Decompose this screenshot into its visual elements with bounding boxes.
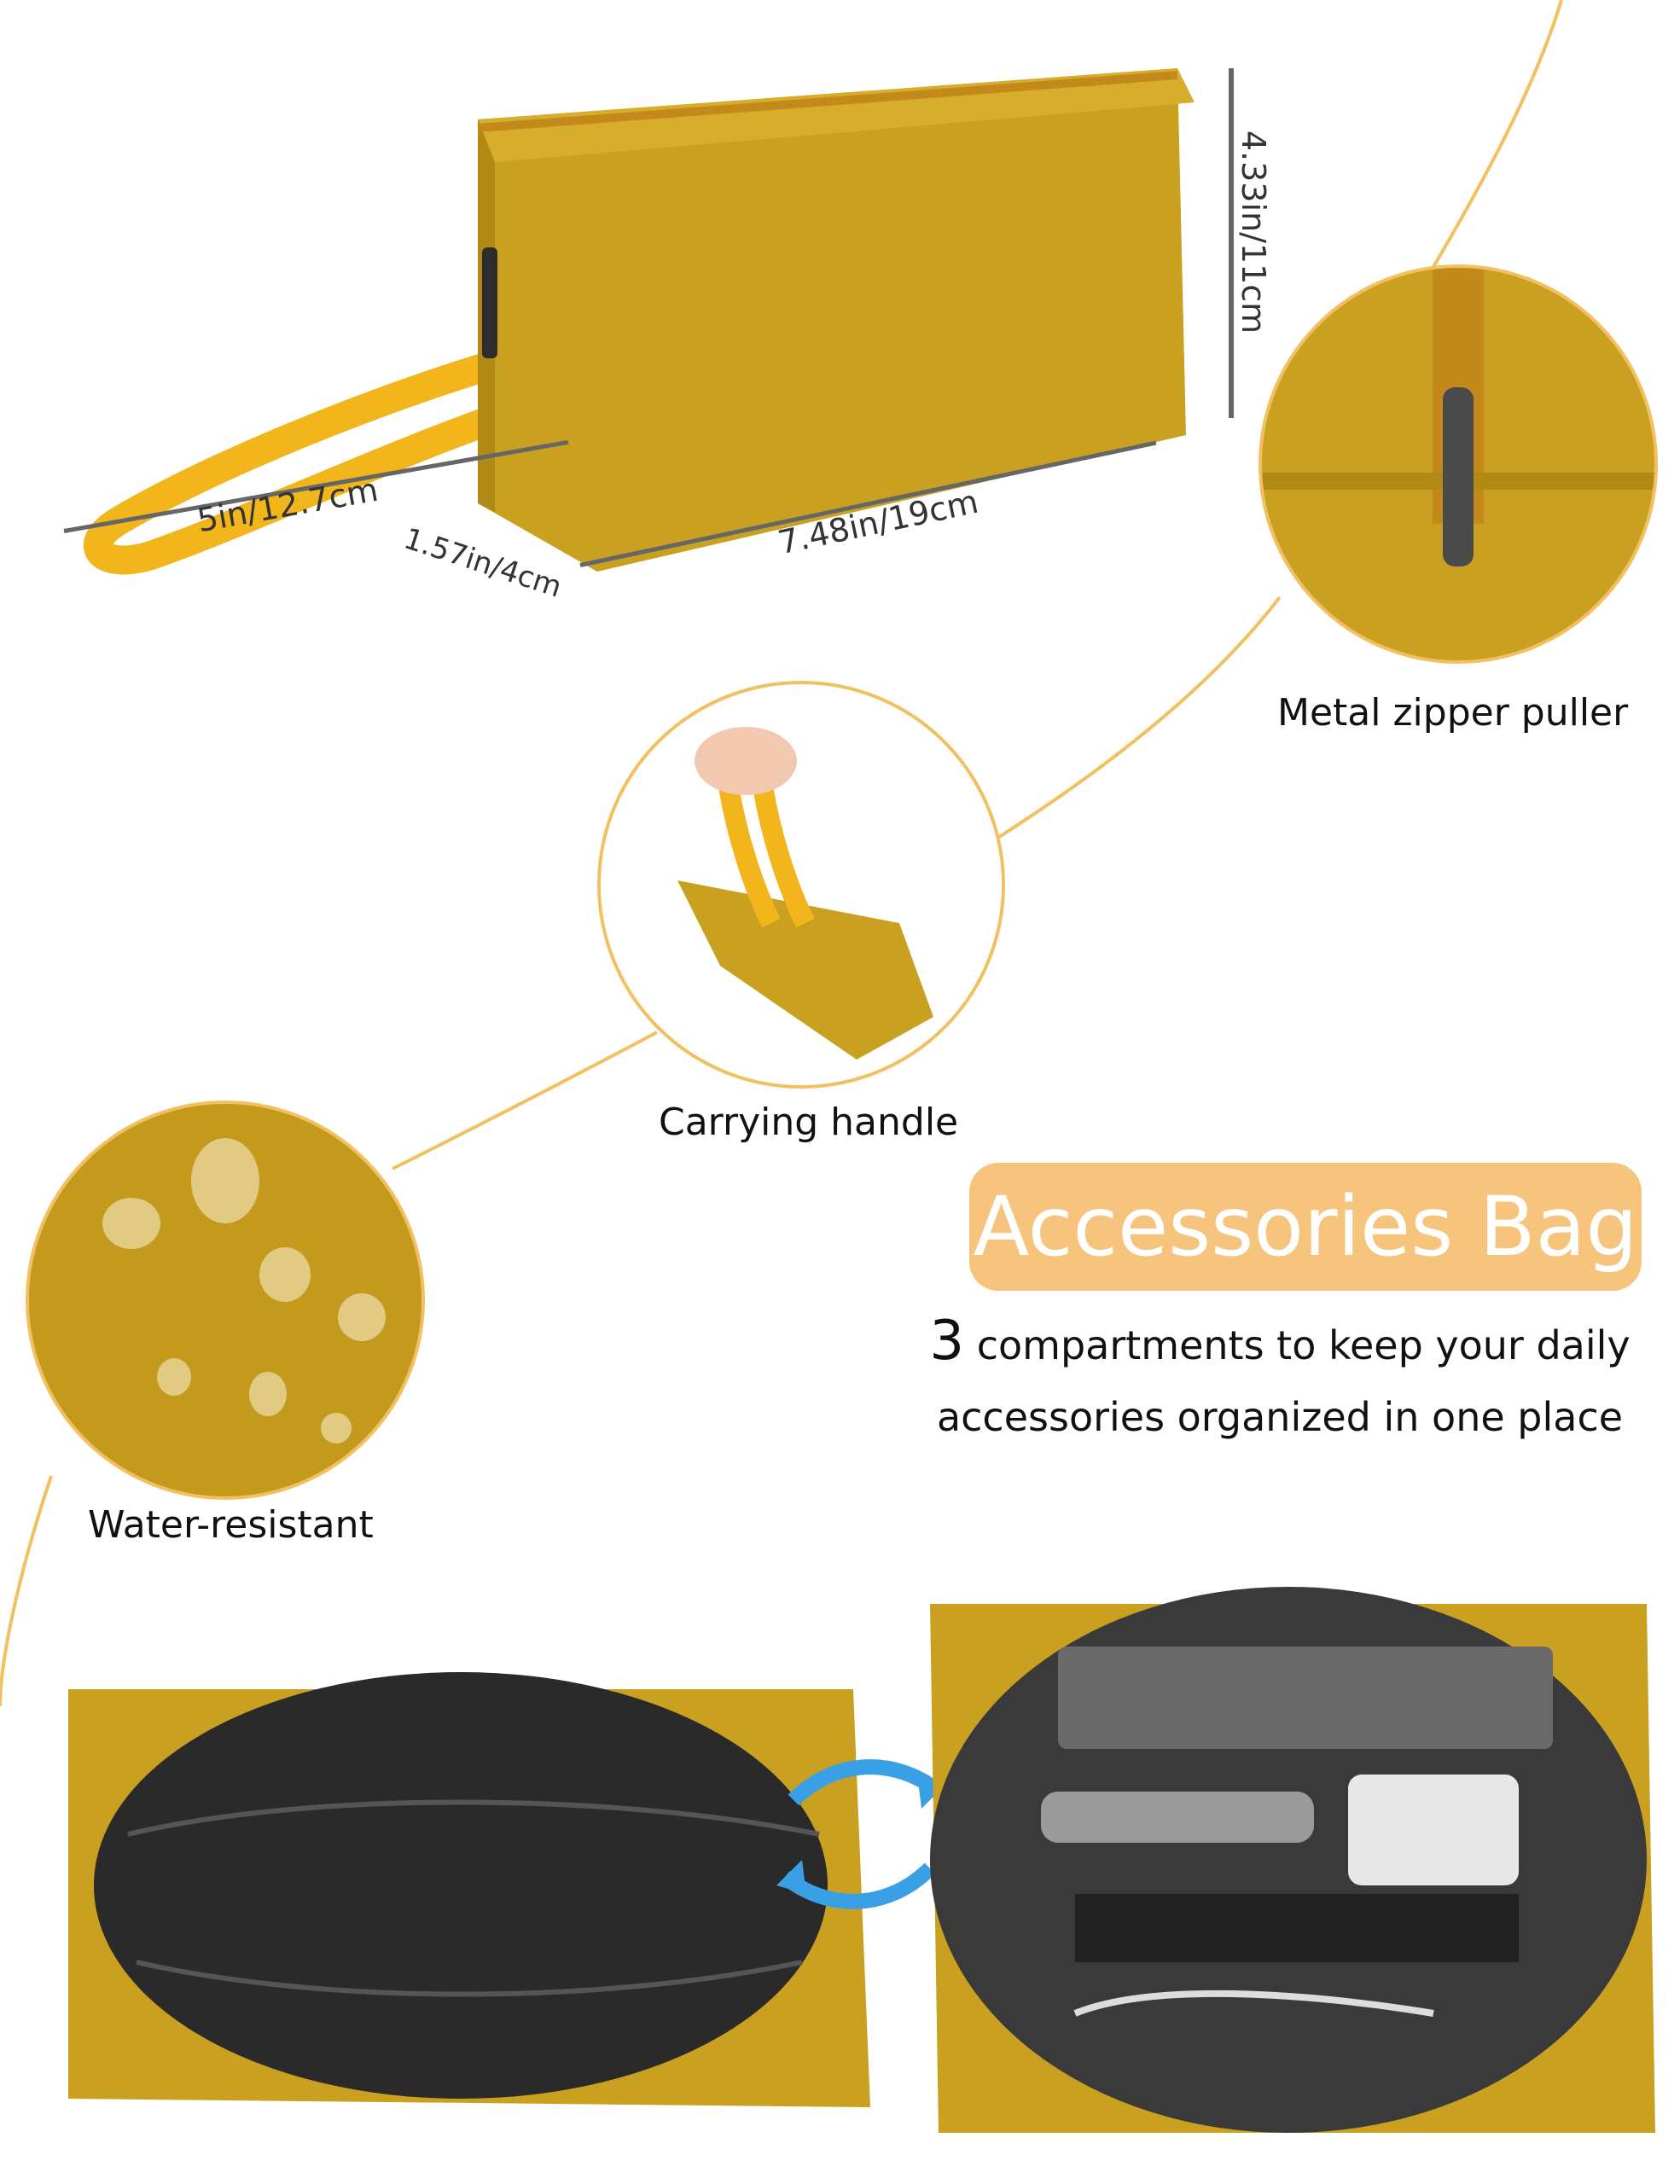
description-line-1-text: compartments to keep your daily: [976, 1322, 1631, 1368]
height-dimension-line: [1229, 68, 1234, 418]
zipper-feature-label: Metal zipper puller: [1277, 691, 1629, 735]
swap-arrows-icon: [776, 1759, 947, 1909]
water-feature-label: Water-resistant: [88, 1503, 374, 1547]
handle-feature-label: Carrying handle: [659, 1101, 959, 1144]
handle-detail-image: [597, 681, 1005, 1089]
open-bag-empty-image: [51, 1621, 887, 2133]
description-line-1: 3 compartments to keep your daily: [904, 1305, 1655, 1381]
open-bag-filled-image: [904, 1536, 1672, 2150]
water-detail-image: [26, 1101, 425, 1500]
description-line-2: accessories organized in one place: [936, 1394, 1624, 1440]
headline-badge: Accessories Bag: [969, 1163, 1642, 1291]
compartment-count: 3: [929, 1310, 965, 1373]
product-description: 3 compartments to keep your daily access…: [904, 1305, 1655, 1453]
zipper-detail-image: [1259, 264, 1658, 664]
bag-main-image: [51, 34, 1212, 631]
